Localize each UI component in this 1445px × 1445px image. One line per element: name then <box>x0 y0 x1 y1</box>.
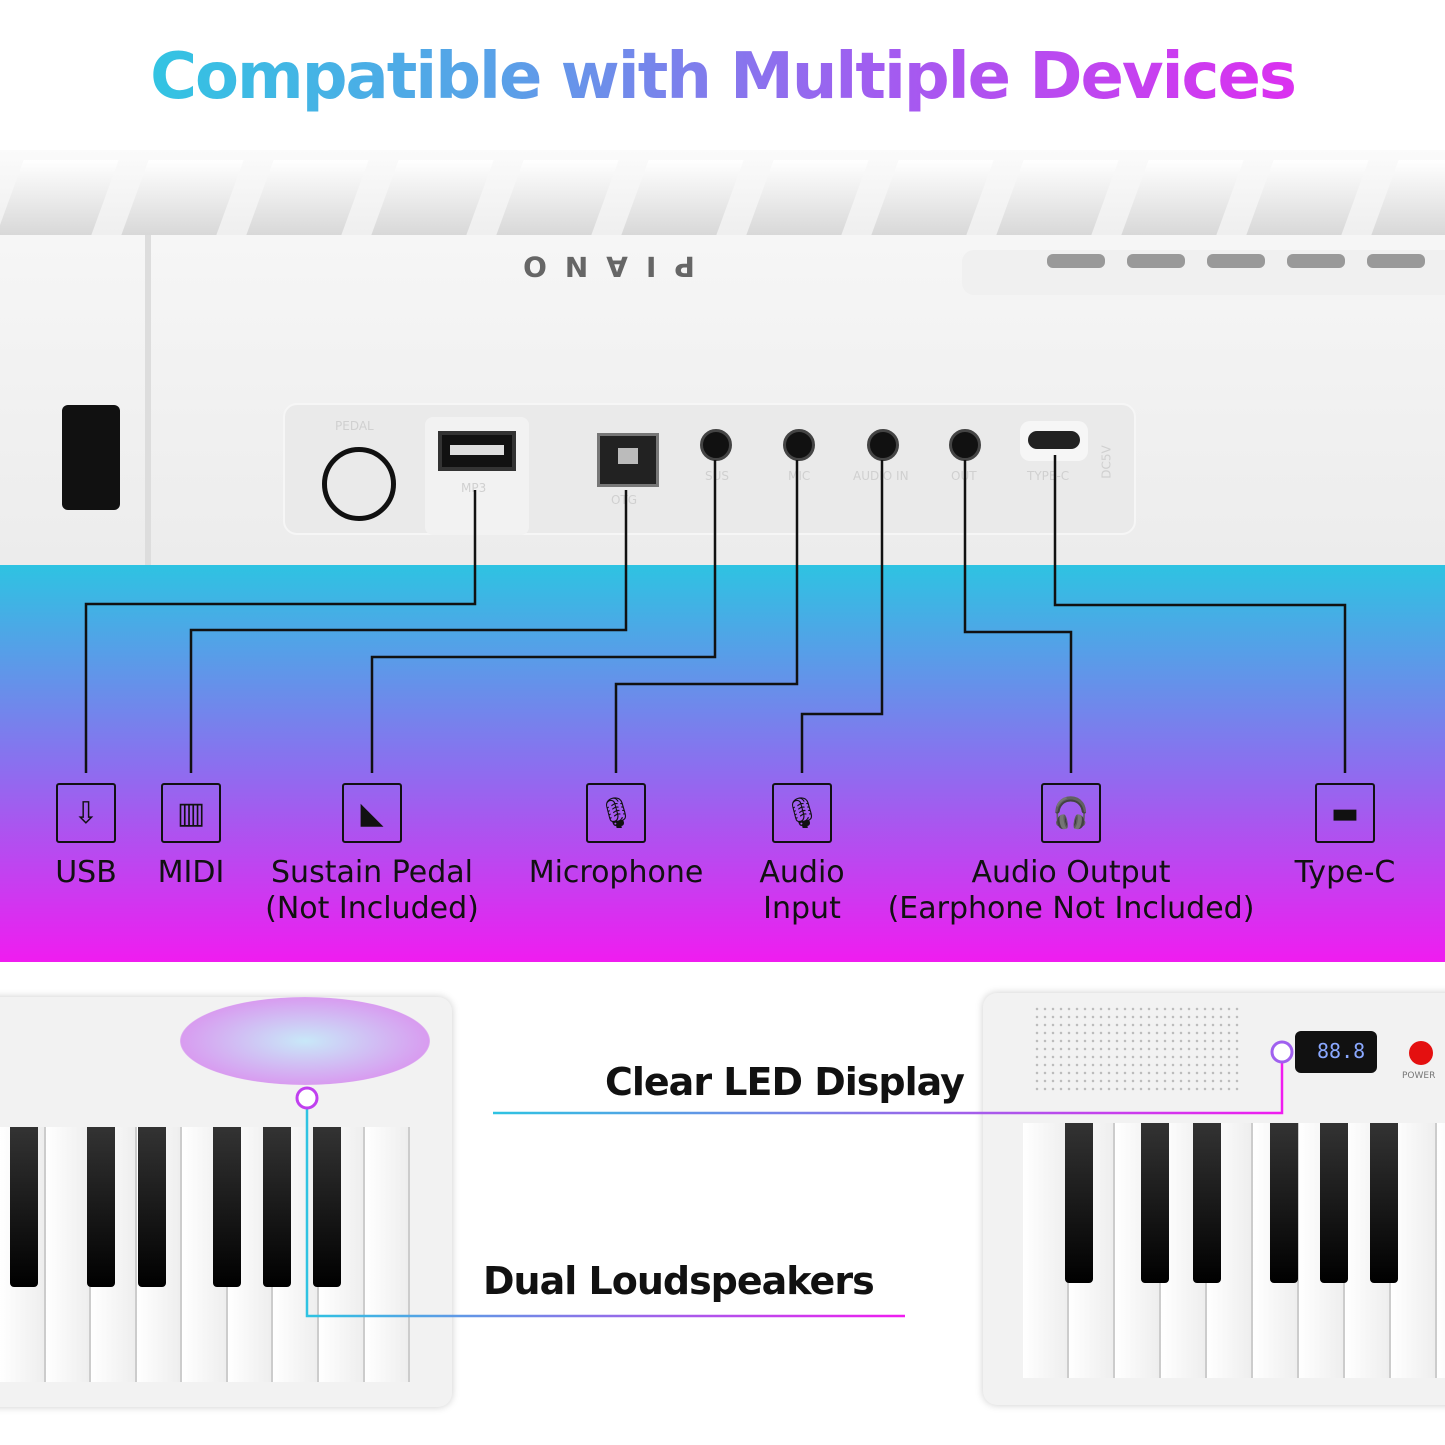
port-label: Sustain Pedal(Not Included) <box>265 855 479 927</box>
port-label: Type-C <box>1295 855 1396 891</box>
port-label: Microphone <box>529 855 704 891</box>
headset-icon: 🎧 <box>1041 783 1101 843</box>
pedal-port <box>322 447 396 521</box>
callout-led-dot <box>1270 1040 1294 1064</box>
label-pedal: PEDAL <box>335 419 374 433</box>
port-label-main: Audio Output <box>971 855 1171 890</box>
port-label-main: MIDI <box>157 855 225 890</box>
line-out <box>963 460 1073 773</box>
power-jack <box>62 405 120 510</box>
label-mic: MIC <box>788 469 811 483</box>
power-button[interactable] <box>1409 1041 1433 1065</box>
page-title: Compatible with Multiple Devices <box>0 40 1445 114</box>
audio-input-icon: 🎙 <box>772 783 832 843</box>
usb-a-port <box>438 431 516 471</box>
piano-left-photo <box>0 997 452 1407</box>
port-label-main: Type-C <box>1294 855 1396 890</box>
line-sustain <box>370 460 717 773</box>
callout-speakers-dot <box>295 1086 319 1110</box>
type-c-icon: ▬ <box>1315 783 1375 843</box>
line-mic <box>614 460 799 773</box>
speaker-grille <box>1033 1005 1243 1095</box>
port-label: MIDI <box>158 855 225 891</box>
callout-speakers <box>305 1108 905 1318</box>
label-mp3: MP3 <box>461 481 487 495</box>
power-label: POWER <box>1402 1071 1436 1081</box>
port-label-main: USB <box>55 855 117 890</box>
label-sus: SUS <box>705 469 730 483</box>
callout-led <box>493 1062 1284 1115</box>
control-buttons <box>962 250 1445 295</box>
microphone-icon: 🎙 <box>586 783 646 843</box>
port-label-sub: (Not Included) <box>265 891 479 926</box>
port-label-sub: (Earphone Not Included) <box>887 891 1255 926</box>
port-label: USB <box>55 855 117 891</box>
feature-dual-speakers: Dual Loudspeakers <box>483 1259 875 1303</box>
hdmi-midi-icon: ▥ <box>161 783 221 843</box>
port-label-main: Microphone <box>528 855 704 890</box>
line-midi <box>189 490 628 773</box>
divider <box>145 235 151 565</box>
piano-right-photo: 88.8 POWER <box>983 993 1445 1405</box>
port-label-main: Sustain Pedal <box>271 855 473 890</box>
label-typec: TYPE-C <box>1027 469 1070 483</box>
line-audio-in <box>800 460 884 773</box>
port-label: Audio Output(Earphone Not Included) <box>888 855 1255 927</box>
mic-jack <box>783 429 815 461</box>
audio-in-jack <box>867 429 899 461</box>
sustain-pedal-icon: ◣ <box>342 783 402 843</box>
speaker-glow <box>180 997 430 1085</box>
feature-led-display: Clear LED Display <box>605 1060 965 1104</box>
led-display: 88.8 <box>1295 1031 1377 1073</box>
port-panel: PEDAL MP3 OTG SUS MIC AUDIO IN OUT TYPE-… <box>283 403 1136 535</box>
out-jack <box>949 429 981 461</box>
sus-jack <box>700 429 732 461</box>
line-typec <box>1053 455 1347 773</box>
port-label-sub: Input <box>763 891 841 926</box>
usb-b-port <box>597 433 659 487</box>
type-c-port <box>1020 421 1088 461</box>
line-usb <box>84 490 477 773</box>
label-otg: OTG <box>611 493 638 507</box>
usb-icon: ⇩ <box>56 783 116 843</box>
port-label-main: Audio <box>759 855 845 890</box>
